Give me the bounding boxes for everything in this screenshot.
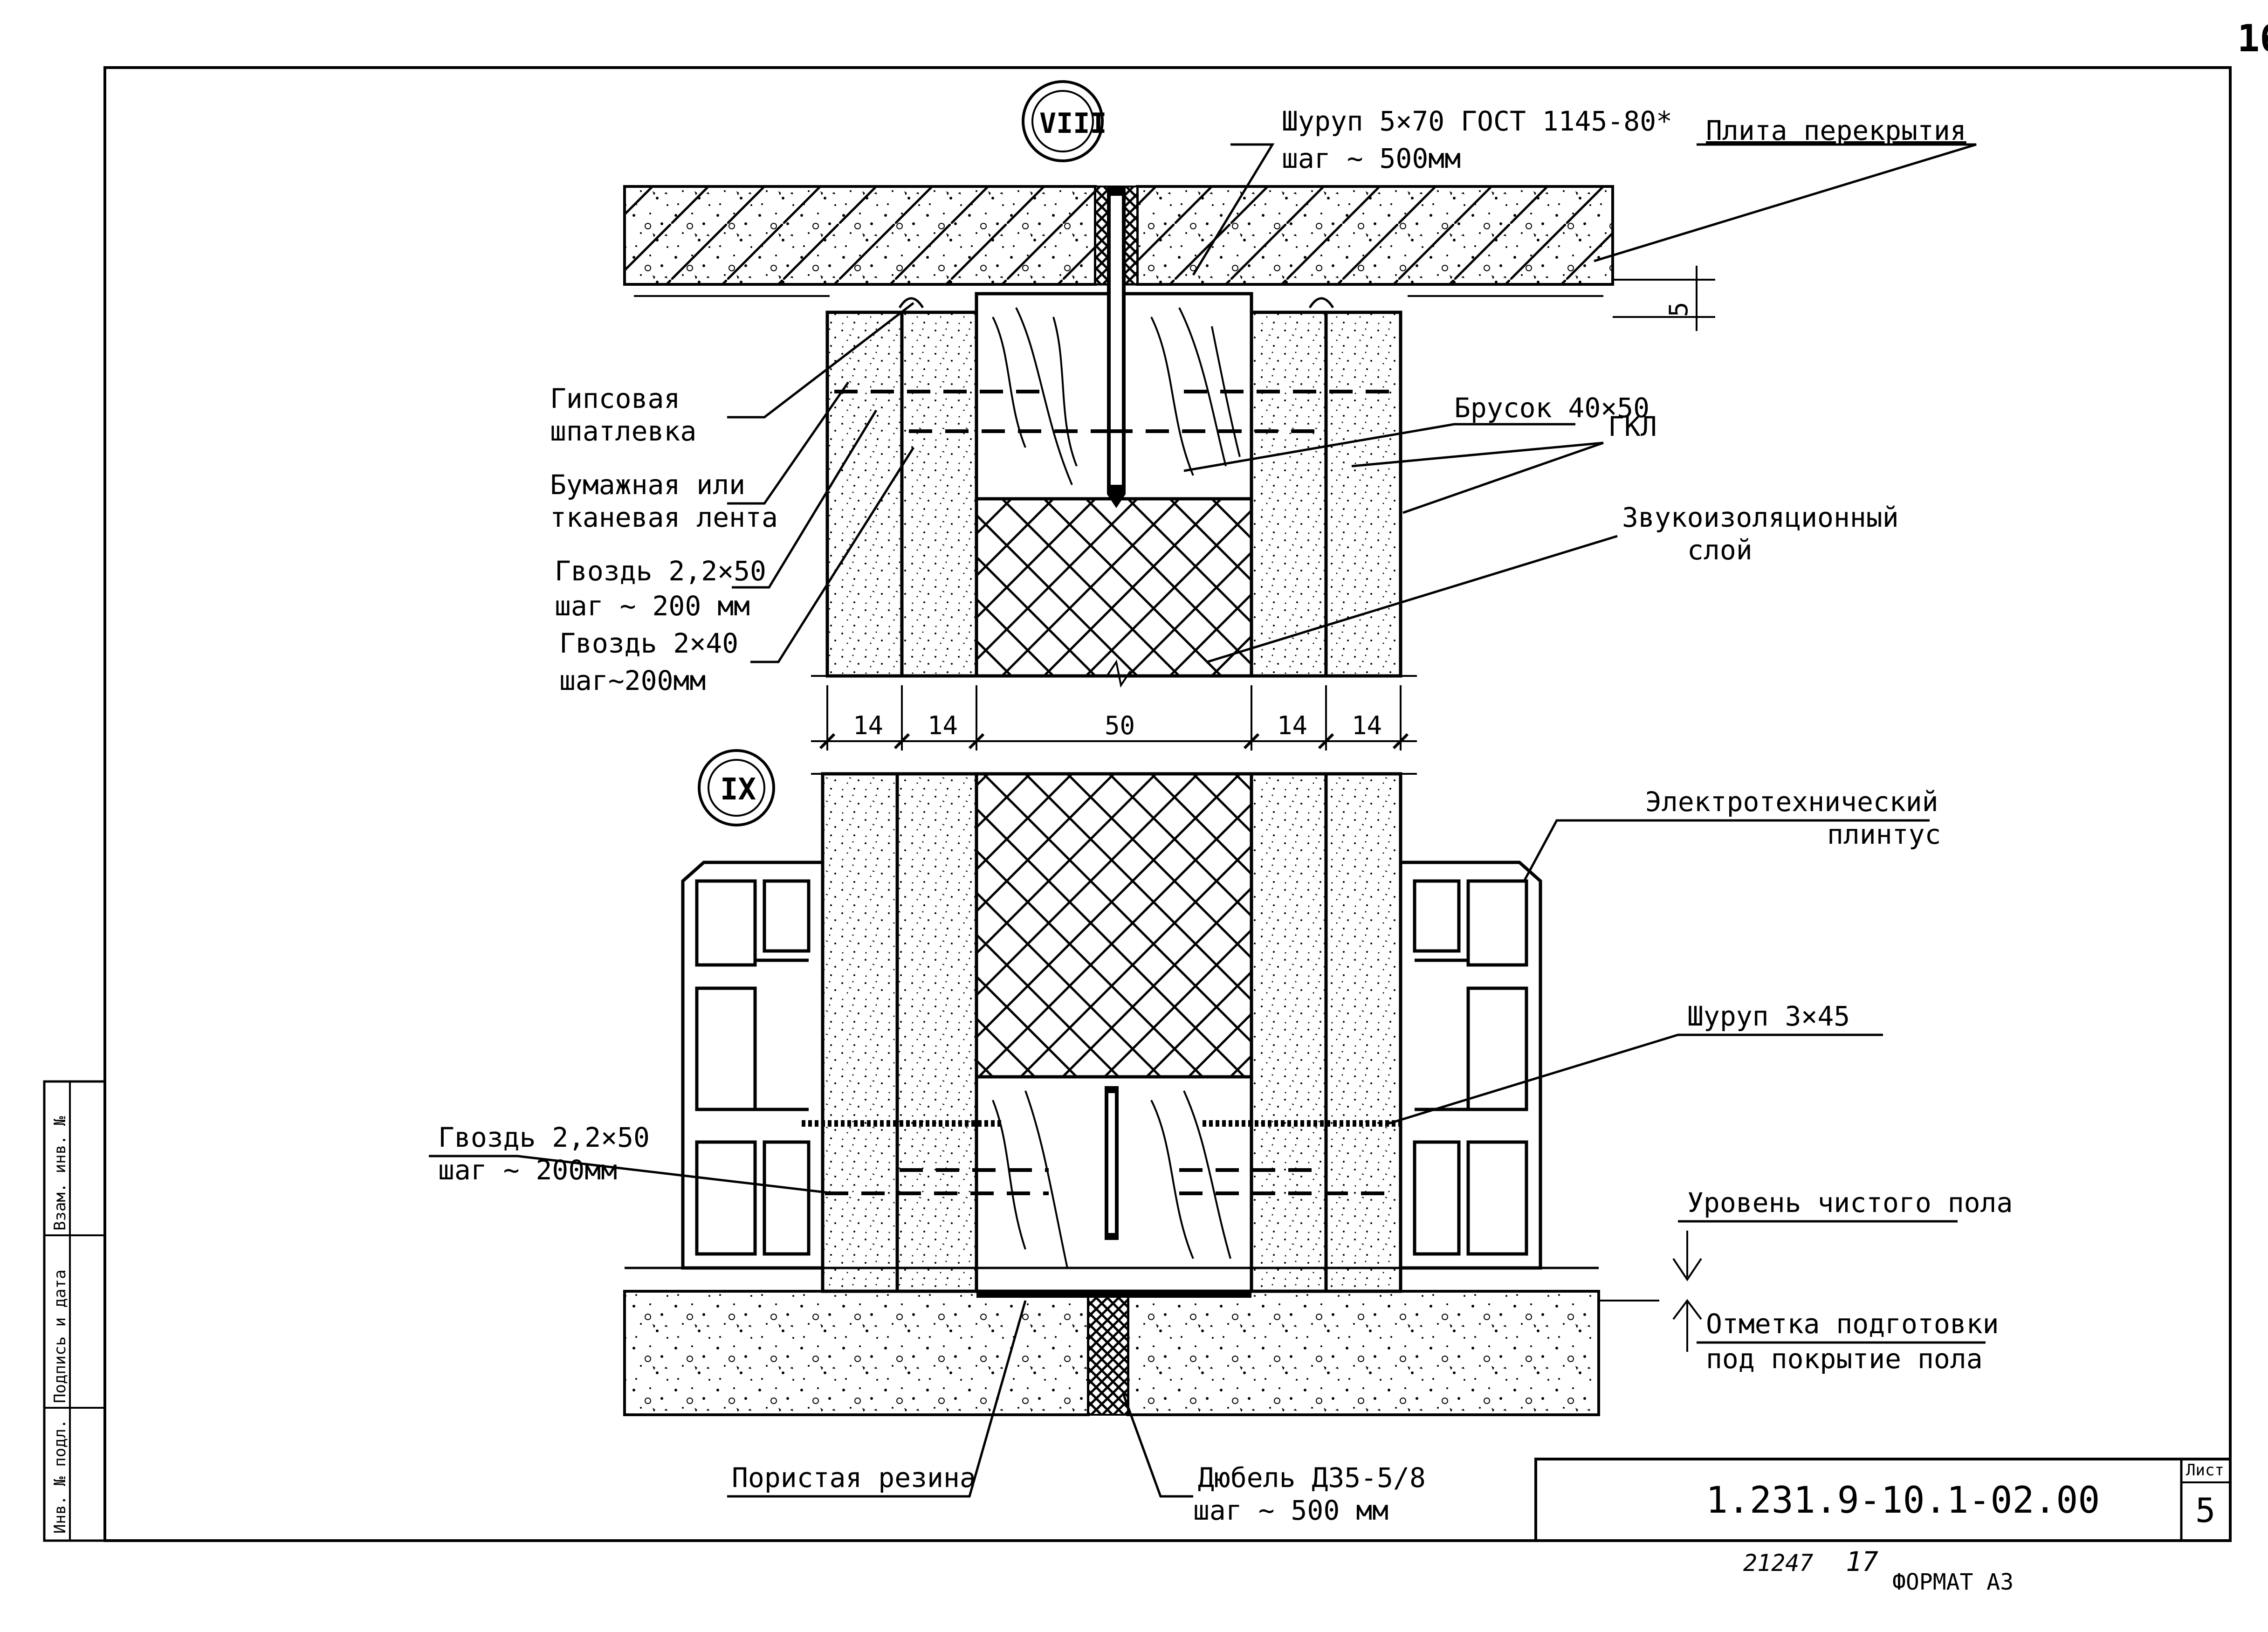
label-plinth-2: плинтус: [1827, 819, 1941, 850]
screw-center-2: [1105, 1086, 1119, 1240]
porous-rubber: [976, 1291, 1251, 1298]
gkl-board-left-outer-2: [821, 772, 899, 1293]
label-screw-top-1: Шуруп 5×70 ГОСТ 1145-80*: [1282, 105, 1672, 137]
gkl-board-left-inner-2: [895, 772, 978, 1293]
dimension-line: 14 14 50 14 14: [811, 685, 1417, 751]
label-nail1-2: шаг ~ 200 мм: [555, 590, 750, 622]
gap-dimension: 5: [1613, 266, 1715, 331]
stamp-inv-label: Инв. № подл.: [51, 1419, 69, 1534]
callout-ix: IX: [698, 749, 775, 826]
side-stamp: Инв. № подл. Подпись и дата Взам. инв. №: [51, 1116, 69, 1534]
label-nail3-2: шаг ~ 200мм: [438, 1154, 617, 1186]
dowel: [1087, 1290, 1129, 1416]
label-nail1-1: Гвоздь 2,2×50: [555, 555, 766, 587]
label-plinth-1: Электротехнический: [1645, 786, 1938, 818]
label-slab: Плита перекрытия: [1706, 115, 1966, 146]
sound-insulation: [975, 497, 1253, 678]
label-sound-1: Звукоизоляционный: [1622, 502, 1899, 533]
nails-detail-9: [825, 1168, 1394, 1195]
leader-lines: [429, 143, 1986, 1498]
label-screw-bottom: Шуруп 3×45: [1687, 1000, 1850, 1032]
page-number: 16: [2237, 17, 2268, 60]
footer-format: ФОРМАТ А3: [1892, 1569, 2014, 1595]
gkl-board-left-outer: [825, 310, 904, 678]
screw-5x70: [1107, 186, 1126, 508]
label-gypsum-2: шпатлевка: [550, 415, 696, 447]
gkl-board-right-inner-2: [1250, 772, 1328, 1293]
title-block: 1.231.9-10.1-02.00 Лист 5: [1534, 1458, 2232, 1542]
sound-insulation-2: [975, 772, 1253, 1079]
electrical-plinth-right: [1399, 861, 1542, 1270]
sheet-number: 5: [2195, 1491, 2215, 1530]
footer-seq: 17: [1846, 1546, 1878, 1577]
label-tape-2: тканевая лента: [550, 502, 778, 533]
label-gypsum-1: Гипсовая: [550, 383, 680, 414]
dim-4: 14: [1277, 711, 1307, 740]
prep-level-marker: [1672, 1299, 1702, 1352]
label-screw-top-2: шаг ~ 500мм: [1282, 143, 1461, 174]
dim-5: 14: [1352, 711, 1382, 740]
gkl-board-left-inner: [900, 310, 978, 678]
stamp-sign-label: Подпись и дата: [51, 1269, 69, 1403]
callout-ix-text: IX: [720, 772, 756, 807]
label-sound-2: слой: [1687, 534, 1753, 566]
floor-level-marker: [1672, 1231, 1702, 1281]
dim-3: 50: [1105, 711, 1135, 740]
callout-viii-text: VIII: [1039, 107, 1107, 140]
label-prep-1: Отметка подготовки: [1706, 1308, 1999, 1340]
label-dowel-2: шаг ~ 500 мм: [1193, 1494, 1388, 1526]
label-nail3-1: Гвоздь 2,2×50: [438, 1122, 650, 1153]
stamp-replace-label: Взам. инв. №: [51, 1116, 69, 1231]
dim-1: 14: [853, 711, 883, 740]
label-prep-2: под покрытие пола: [1706, 1343, 1983, 1375]
label-gkl: ГКЛ: [1608, 411, 1657, 442]
gap-dim-text: 5: [1664, 302, 1693, 317]
label-floor-level: Уровень чистого пола: [1687, 1187, 2013, 1219]
drawing-code: 1.231.9-10.1-02.00: [1706, 1480, 2100, 1522]
electrical-plinth-left: [681, 861, 825, 1270]
label-dowel-1: Дюбель Д35-5/8: [1198, 1462, 1426, 1494]
sheet-frame: [43, 66, 2232, 1542]
floor-base: [623, 1267, 1659, 1416]
label-rubber: Пористая резина: [732, 1462, 976, 1494]
footer-inventory: 21247: [1743, 1549, 1814, 1577]
gkl-board-right-outer: [1324, 310, 1402, 678]
label-tape-1: Бумажная или: [550, 469, 745, 501]
gkl-board-right-inner: [1250, 310, 1328, 678]
label-nail2-2: шаг~200мм: [559, 665, 706, 696]
callout-viii: VIII: [1022, 80, 1107, 162]
gkl-board-right-outer-2: [1324, 772, 1402, 1293]
dim-2: 14: [928, 711, 958, 740]
label-nail2-1: Гвоздь 2×40: [559, 627, 738, 659]
label-bar: Брусок 40×50: [1454, 392, 1649, 424]
sheet-label: Лист: [2186, 1461, 2224, 1480]
